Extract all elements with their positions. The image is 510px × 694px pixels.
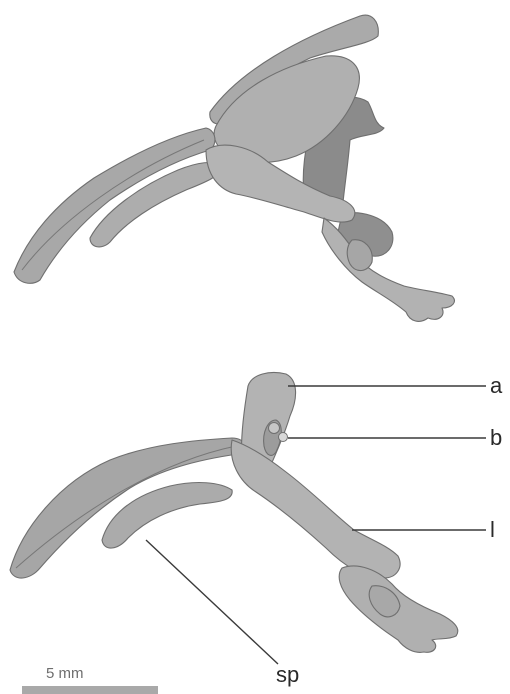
label-a: a: [490, 373, 503, 398]
upper-lateral-sepal-outer: [14, 128, 215, 283]
structure-b-sphere-2: [279, 433, 288, 442]
structure-b-sphere-1: [269, 423, 280, 434]
scale-bar: [22, 686, 158, 694]
label-l: l: [490, 517, 495, 542]
lower-specimen: [10, 373, 458, 653]
leader-sp: [146, 540, 278, 664]
label-b: b: [490, 425, 502, 450]
label-sp: sp: [276, 662, 299, 687]
lower-lip-body: [231, 440, 400, 578]
scale-bar-label: 5 mm: [46, 665, 84, 682]
upper-specimen: [14, 15, 454, 321]
